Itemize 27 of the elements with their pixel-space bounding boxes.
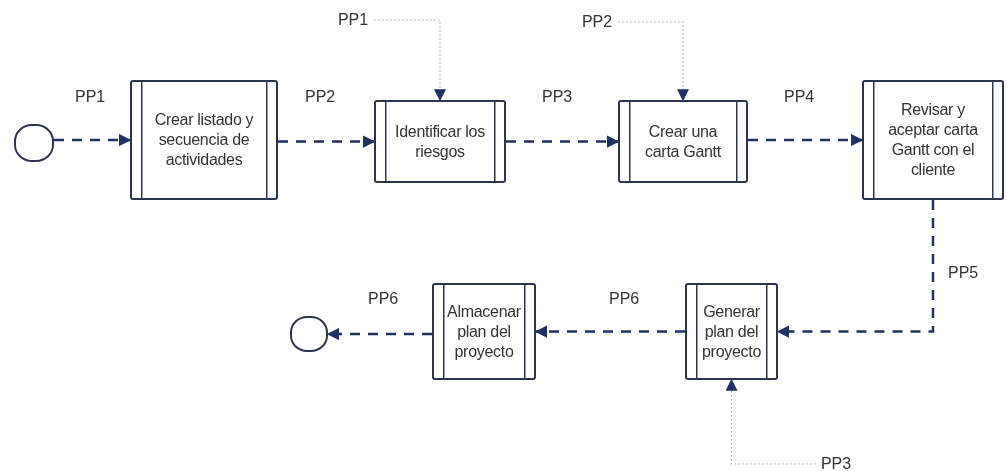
reference-label: PP3: [820, 455, 852, 471]
process-box: [130, 80, 278, 200]
arrow: [748, 133, 864, 147]
process-label: Identificar los riesgos: [394, 121, 486, 162]
process-label: Almacenar plan del proyecto: [447, 301, 521, 362]
process-box: [432, 283, 536, 380]
reference-label: PP1: [337, 11, 369, 29]
reference-arrow: [617, 21, 689, 102]
process-box: [618, 100, 748, 183]
process-label: Crear una carta Gantt: [644, 121, 722, 162]
reference-label: PP2: [581, 13, 613, 31]
terminal-shape: [290, 316, 328, 352]
reference-arrow: [373, 19, 446, 102]
process-label: Revisar y aceptar carta Gantt con el cliente: [887, 100, 979, 180]
arrow: [326, 327, 432, 341]
terminal-shape: [14, 124, 54, 162]
process-box: [374, 100, 506, 183]
arrow: [278, 135, 376, 148]
process-box: [685, 283, 778, 380]
process-box: [862, 80, 1004, 200]
arrow: [534, 325, 685, 338]
process-label: Generar plan del proyecto: [701, 301, 762, 362]
reference-arrow: [725, 378, 817, 465]
process-label: Crear listado y secuencia de actividades: [153, 110, 255, 170]
arrow: [506, 135, 620, 148]
arrow: [54, 133, 132, 147]
arrow: [776, 200, 935, 338]
